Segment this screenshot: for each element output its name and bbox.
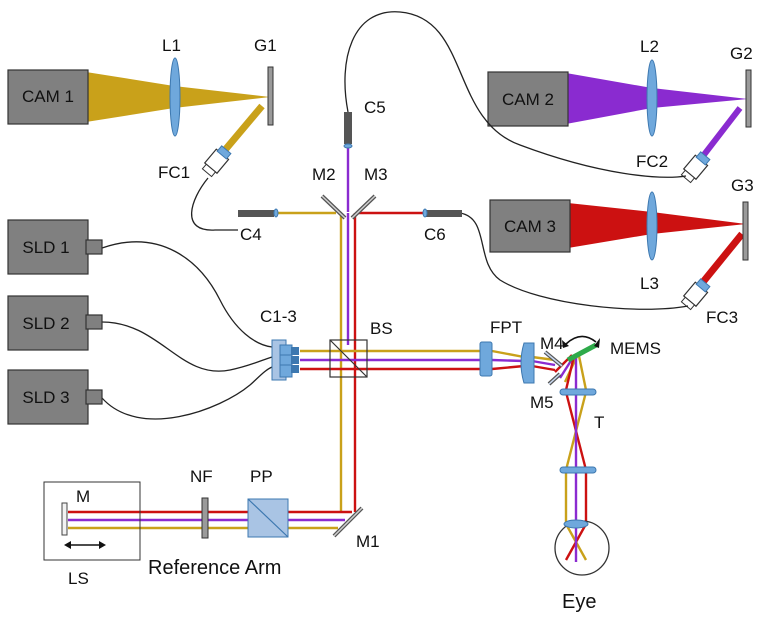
slds: SLD 1 SLD 2 SLD 3 bbox=[7, 219, 103, 425]
fc3-label: FC3 bbox=[706, 308, 738, 327]
fiber-sld2 bbox=[101, 321, 273, 372]
sld3-label: SLD 3 bbox=[22, 388, 69, 407]
l1-lens bbox=[169, 57, 181, 137]
c6-collimator bbox=[426, 210, 462, 217]
mems-label: MEMS bbox=[610, 339, 661, 358]
ls-enclosure bbox=[43, 481, 141, 561]
fc1-collimator bbox=[201, 145, 232, 178]
fpt-prism-1 bbox=[479, 341, 493, 377]
eye-label: Eye bbox=[562, 591, 596, 613]
g3-label: G3 bbox=[731, 176, 754, 195]
g2-grating bbox=[745, 69, 752, 128]
fiber-c6-fc3 bbox=[459, 212, 689, 310]
c6-label: C6 bbox=[424, 225, 446, 244]
fiber-sld3 bbox=[101, 366, 273, 420]
l3-lens bbox=[646, 191, 658, 261]
m1-label: M1 bbox=[356, 532, 380, 551]
ls-label: LS bbox=[68, 569, 89, 588]
cam3-beam-g bbox=[652, 212, 746, 234]
cam1-label: CAM 1 bbox=[22, 87, 74, 106]
g3-grating bbox=[742, 201, 749, 261]
eye-lens bbox=[563, 519, 589, 529]
sld3-box bbox=[7, 369, 89, 425]
m5-label: M5 bbox=[530, 393, 554, 412]
mems-rotation-arrow bbox=[565, 335, 597, 345]
m2-label: M2 bbox=[312, 165, 336, 184]
m3-label: M3 bbox=[364, 165, 388, 184]
cam3-beam bbox=[568, 203, 652, 248]
m-label: M bbox=[76, 487, 90, 506]
fiber-sld1 bbox=[101, 241, 273, 348]
g1-label: G1 bbox=[254, 36, 277, 55]
t-lens-2 bbox=[559, 466, 597, 474]
fpt-label: FPT bbox=[490, 318, 522, 337]
fc3-to-g3-beam bbox=[700, 231, 745, 285]
cam2-label: CAM 2 bbox=[502, 90, 554, 109]
fc2-label: FC2 bbox=[636, 152, 668, 171]
pp-prism-pair bbox=[247, 498, 289, 538]
sld2-label: SLD 2 bbox=[22, 314, 69, 333]
cam1-beam bbox=[86, 72, 174, 122]
cam2-beam bbox=[566, 73, 652, 124]
fibers bbox=[101, 11, 689, 420]
cam2-beam-g bbox=[652, 88, 748, 108]
cam3-box bbox=[489, 199, 571, 253]
m4-label: M4 bbox=[540, 334, 564, 353]
l1-label: L1 bbox=[162, 36, 181, 55]
fpt-prism-2 bbox=[520, 342, 535, 384]
g1-grating bbox=[267, 66, 274, 126]
central-components: C4 C5 C6 M2 M3 BS C1-3 bbox=[238, 98, 462, 381]
c4-label: C4 bbox=[240, 225, 262, 244]
cam3-label: CAM 3 bbox=[504, 217, 556, 236]
fc2-to-g2-beam bbox=[700, 106, 743, 158]
l3-label: L3 bbox=[640, 274, 659, 293]
nf-filter bbox=[201, 497, 209, 539]
bs-label: BS bbox=[370, 319, 393, 338]
sample-arm: FPT M4 M5 MEMS T Eye bbox=[479, 318, 661, 613]
c13-label: C1-3 bbox=[260, 307, 297, 326]
l2-lens bbox=[646, 59, 658, 137]
c5-collimator bbox=[344, 112, 352, 144]
fc2-collimator bbox=[680, 151, 711, 184]
cam2-box bbox=[487, 71, 569, 127]
l2-label: L2 bbox=[640, 37, 659, 56]
bs-beamsplitter bbox=[329, 339, 368, 378]
sld1-label: SLD 1 bbox=[22, 238, 69, 257]
m-reference-mirror bbox=[61, 502, 68, 536]
t-label: T bbox=[594, 413, 604, 432]
c1-3-collimators bbox=[271, 339, 299, 381]
sld2-box bbox=[7, 295, 89, 351]
reference-arm-label: Reference Arm bbox=[148, 557, 281, 579]
reference-arm: M LS NF PP M1 Reference Arm bbox=[43, 467, 380, 588]
spectrometer-1: CAM 1 L1 G1 FC1 bbox=[7, 36, 277, 182]
g2-label: G2 bbox=[730, 44, 753, 63]
fc3-collimator bbox=[680, 278, 711, 311]
c4-collimator bbox=[238, 210, 274, 217]
spectrometer-3: CAM 3 L3 G3 FC3 bbox=[489, 176, 754, 327]
cam1-beam-g bbox=[174, 86, 270, 108]
spectrometer-2: CAM 2 L2 G2 FC2 bbox=[487, 37, 753, 184]
fc1-to-g1-beam bbox=[222, 103, 265, 153]
nf-label: NF bbox=[190, 467, 213, 486]
c5-label: C5 bbox=[364, 98, 386, 117]
fc1-label: FC1 bbox=[158, 163, 190, 182]
t-lens-1 bbox=[559, 388, 597, 396]
mems-mirror bbox=[566, 342, 598, 363]
pp-label: PP bbox=[250, 467, 273, 486]
cam1-box bbox=[7, 69, 89, 125]
fiber-c5-fc2 bbox=[344, 11, 687, 178]
fiber-fc1-c4 bbox=[190, 177, 238, 231]
